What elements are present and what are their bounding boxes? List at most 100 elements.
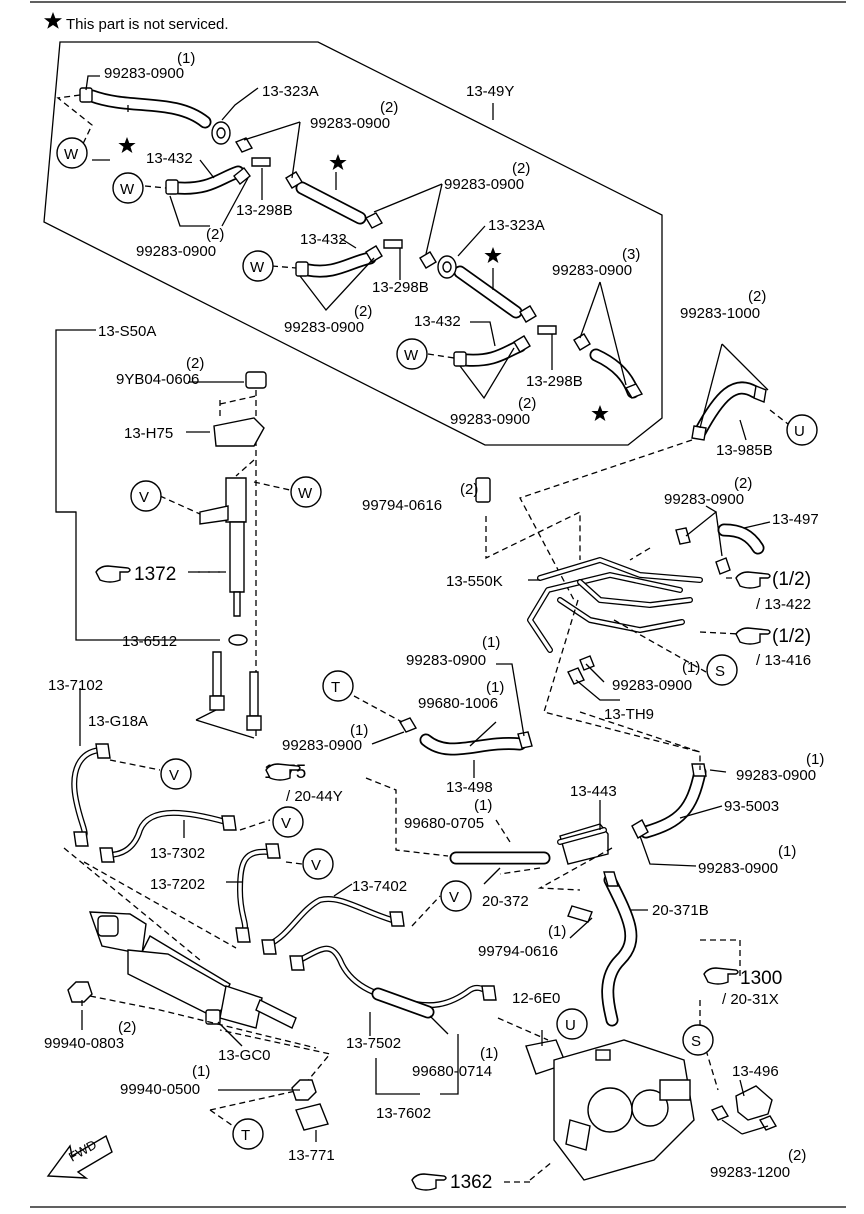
label-reference: 1300 (740, 968, 782, 989)
label-part-number: 99794-0616 (362, 497, 442, 514)
kit-leaders (56, 75, 627, 400)
label-qty: (2) (186, 355, 204, 372)
label-part-number: / 13-422 (756, 596, 811, 613)
label-part-number: 99283-0900 (552, 262, 632, 279)
label-qty: (3) (622, 246, 640, 263)
label-qty: (1) (778, 843, 796, 860)
label-qty: (1) (682, 659, 700, 676)
label-part-number: 99283-0900 (698, 860, 778, 877)
label-qty: (2) (748, 288, 766, 305)
label-qty: (1) (192, 1063, 210, 1080)
label-part-number: 99283-1000 (680, 305, 760, 322)
label-qty: (1) (482, 634, 500, 651)
label-part-number: 13-985B (716, 442, 773, 459)
label-part-number: 13-323A (488, 217, 545, 234)
label-qty: (2) (518, 395, 536, 412)
label-part-number: 99680-0714 (412, 1063, 492, 1080)
star-icon (44, 12, 62, 29)
label-qty: (1) (486, 679, 504, 696)
label-part-number: 99680-0705 (404, 815, 484, 832)
callout-u: U (565, 1017, 576, 1034)
kit-hoses (85, 89, 640, 399)
label-part-number: 99283-0900 (444, 176, 524, 193)
label-part-number: 99940-0500 (120, 1081, 200, 1098)
label-qty: (2) (460, 481, 478, 498)
label-reference: 1372 (134, 564, 176, 585)
kit-callouts: W W W W (56, 137, 428, 370)
injection-pipes (63, 688, 497, 1019)
label-part-number: 13-298B (236, 202, 293, 219)
label-part-number: 13-323A (262, 83, 319, 100)
label-part-number: 13-298B (372, 279, 429, 296)
injection-pipe-labels: 13-7102 13-7302 13-7202 13-7402 V V V V (48, 677, 472, 912)
label-part-number: 13-432 (300, 231, 347, 248)
label-part-number: 13-H75 (124, 425, 173, 442)
callout-w: W (404, 347, 419, 364)
callout-v: V (139, 489, 149, 506)
label-qty: (1) (474, 797, 492, 814)
callout-w: W (64, 146, 79, 163)
label-part-number: 99680-1006 (418, 695, 498, 712)
supply-pump (497, 939, 778, 1181)
label-qty: (2) (206, 226, 224, 243)
label-part-number: 13-7602 (376, 1105, 431, 1122)
label-part-number: 13-7402 (352, 878, 407, 895)
fuel-return-labels: 1375 / 20-44Y (1) 99680-0705 13-443 (1) … (264, 751, 824, 960)
label-part-number: 13-7202 (150, 876, 205, 893)
fwd-arrow-icon: FWD (46, 1134, 113, 1179)
return-pipe-area: U (475, 343, 818, 753)
callout-v: V (281, 815, 291, 832)
note-row: This part is not serviced. (44, 12, 229, 33)
label-part-number: 13-7102 (48, 677, 103, 694)
label-part-number: 99283-0900 (104, 65, 184, 82)
label-qty: (2) (788, 1147, 806, 1164)
pointing-hand-icon (411, 1173, 447, 1191)
label-part-number: 12-6E0 (512, 990, 560, 1007)
label-part-number: 13-496 (732, 1063, 779, 1080)
kit-fittings (79, 87, 644, 399)
label-part-number: 13-432 (414, 313, 461, 330)
pointing-hand-icon (735, 627, 771, 645)
callout-v: V (169, 767, 179, 784)
label-part-number: 13-298B (526, 373, 583, 390)
pump-labels: 12-6E0 U 1300 / 20-31X S 13-496 (2) 9928… (450, 968, 806, 1193)
label-part-number: 13-443 (570, 783, 617, 800)
label-part-number: 13-771 (288, 1147, 335, 1164)
label-qty: (2) (512, 160, 530, 177)
label-part-number: 93-5003 (724, 798, 779, 815)
injector-labels: 13-S50A (2) 9YB04-0606 13-H75 1372 13-65… (88, 323, 322, 730)
label-reference: 1362 (450, 1172, 492, 1193)
star-icon (329, 154, 347, 170)
return-pipe-labels: (2) 99283-1000 13-985B (2) 99794-0616 (2… (362, 288, 819, 723)
pointing-hand-icon (95, 565, 131, 583)
label-part-number: 99283-1200 (710, 1164, 790, 1181)
label-part-number: 99283-0900 (664, 491, 744, 508)
label-part-number: 99283-0900 (136, 243, 216, 260)
label-part-number: / 20-31X (722, 991, 779, 1008)
label-qty: (1) (548, 923, 566, 940)
label-part-number: 20-371B (652, 902, 709, 919)
label-part-number: 13-6512 (122, 633, 177, 650)
label-reference: (1/2) (772, 569, 811, 590)
common-rail-labels: (2) 99940-0803 13-GC0 13-7502 (1) 99680-… (44, 1012, 498, 1122)
label-part-number: 13-GC0 (218, 1047, 271, 1064)
callout-s: S (691, 1033, 701, 1050)
label-qty: (2) (734, 475, 752, 492)
label-part-number: 13-498 (446, 779, 493, 796)
star-icon (591, 405, 609, 421)
star-icon (118, 137, 136, 153)
callout-t: T (331, 679, 340, 696)
label-part-number: 13-497 (772, 511, 819, 528)
label-part-number: / 13-416 (756, 652, 811, 669)
label-reference: (1/2) (772, 626, 811, 647)
label-part-number: 13-7502 (346, 1035, 401, 1052)
callout-w: W (120, 181, 135, 198)
callout-t: T (241, 1127, 250, 1144)
label-part-number: 13-G18A (88, 713, 148, 730)
label-qty: (2) (118, 1019, 136, 1036)
label-part-number: 20-372 (482, 893, 529, 910)
common-rail (67, 911, 332, 1111)
injector-assembly (55, 329, 291, 740)
callout-v: V (311, 857, 321, 874)
